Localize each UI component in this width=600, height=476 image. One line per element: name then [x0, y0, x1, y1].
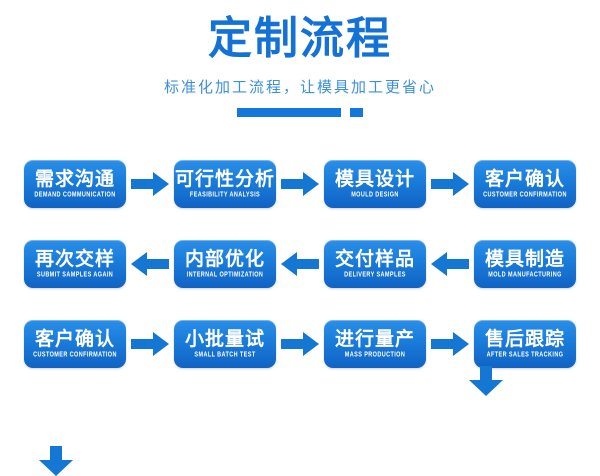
- arrow-down-icon: [39, 446, 73, 476]
- node-label-en: MASS PRODUCTION: [344, 351, 406, 360]
- page-title: 定制流程: [208, 14, 392, 63]
- flow-node-after-sales-tracking[interactable]: 售后跟踪 AFTER SALES TRACKING: [474, 320, 576, 368]
- node-label-zh: 可行性分析: [174, 168, 275, 190]
- node-label-en: SMALL BATCH TEST: [194, 351, 256, 360]
- arrow-left-icon: [276, 240, 324, 288]
- node-label-en: FEASIBILITY ANALYSIS: [189, 191, 261, 200]
- node-label-en: INTERNAL OPTIMIZATION: [186, 271, 264, 280]
- process-flow-diagram: 需求沟通 DEMAND COMMUNICATION 可行性分析 FEASIBIL…: [0, 160, 600, 476]
- flow-node-feasibility-analysis[interactable]: 可行性分析 FEASIBILITY ANALYSIS: [174, 160, 276, 208]
- node-label-en: CUSTOMER CONFIRMATION: [33, 351, 117, 360]
- title-underline-decoration: [0, 107, 600, 117]
- header: 定制流程 标准化加工流程，让模具加工更省心: [0, 0, 600, 117]
- underline-square: [350, 107, 363, 117]
- node-label-zh: 交付样品: [334, 248, 415, 270]
- node-label-en: SUBMIT SAMPLES AGAIN: [36, 271, 114, 280]
- node-label-en: CUSTOMER CONFIRMATION: [483, 191, 567, 200]
- flow-node-demand-communication[interactable]: 需求沟通 DEMAND COMMUNICATION: [24, 160, 126, 208]
- flow-node-delivery-samples[interactable]: 交付样品 DELIVERY SAMPLES: [324, 240, 426, 288]
- node-label-en: DELIVERY SAMPLES: [344, 271, 406, 280]
- node-label-en: AFTER SALES TRACKING: [486, 351, 564, 360]
- flow-node-customer-confirmation-2[interactable]: 客户确认 CUSTOMER CONFIRMATION: [24, 320, 126, 368]
- node-label-en: MOULD DESIGN: [351, 191, 399, 200]
- node-label-zh: 内部优化: [184, 248, 265, 270]
- node-label-zh: 客户确认: [34, 328, 115, 350]
- page-subtitle: 标准化加工流程，让模具加工更省心: [163, 78, 436, 96]
- arrow-left-icon: [426, 240, 474, 288]
- flow-node-small-batch-test[interactable]: 小批量试 SMALL BATCH TEST: [174, 320, 276, 368]
- arrow-right-icon: [276, 160, 324, 208]
- node-label-zh: 需求沟通: [34, 168, 115, 190]
- flow-node-mold-manufacturing[interactable]: 模具制造 MOLD MANUFACTURING: [474, 240, 576, 288]
- arrow-right-icon: [126, 160, 174, 208]
- flow-node-internal-optimization[interactable]: 内部优化 INTERNAL OPTIMIZATION: [174, 240, 276, 288]
- flow-node-customer-confirmation-1[interactable]: 客户确认 CUSTOMER CONFIRMATION: [474, 160, 576, 208]
- arrow-right-icon: [426, 160, 474, 208]
- node-label-zh: 进行量产: [334, 328, 415, 350]
- arrow-right-icon: [426, 320, 474, 368]
- flow-node-mould-design[interactable]: 模具设计 MOULD DESIGN: [324, 160, 426, 208]
- node-label-zh: 模具设计: [334, 168, 415, 190]
- node-label-zh: 售后跟踪: [484, 328, 565, 350]
- node-label-zh: 客户确认: [484, 168, 565, 190]
- node-label-zh: 模具制造: [484, 248, 565, 270]
- node-label-zh: 再次交样: [34, 248, 115, 270]
- arrow-right-icon: [126, 320, 174, 368]
- node-label-en: MOLD MANUFACTURING: [488, 271, 562, 280]
- underline-bar: [237, 107, 341, 117]
- arrow-right-icon: [276, 320, 324, 368]
- flow-row-2: 再次交样 SUBMIT SAMPLES AGAIN 内部优化 INTERNAL …: [0, 240, 600, 288]
- flow-node-mass-production[interactable]: 进行量产 MASS PRODUCTION: [324, 320, 426, 368]
- flow-row-3: 客户确认 CUSTOMER CONFIRMATION 小批量试 SMALL BA…: [0, 320, 600, 368]
- node-label-zh: 小批量试: [184, 328, 265, 350]
- arrow-down-icon: [469, 366, 503, 396]
- arrow-left-icon: [126, 240, 174, 288]
- flow-row-1: 需求沟通 DEMAND COMMUNICATION 可行性分析 FEASIBIL…: [0, 160, 600, 208]
- node-label-en: DEMAND COMMUNICATION: [34, 191, 116, 200]
- flow-node-submit-samples-again[interactable]: 再次交样 SUBMIT SAMPLES AGAIN: [24, 240, 126, 288]
